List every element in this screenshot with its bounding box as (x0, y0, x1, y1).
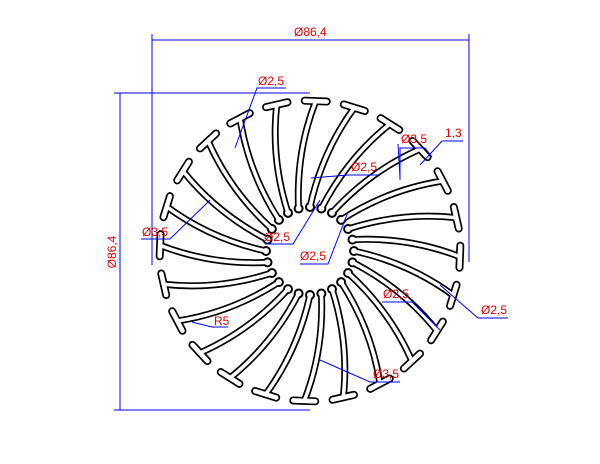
fin-root-hole (338, 279, 345, 286)
fin-body (158, 271, 169, 298)
dimension-texts: Ø86,4 Ø86,4 Ø2,5 Ø3,5 1,3 Ø2,5 Ø3,5 Ø2,5… (105, 25, 507, 381)
dimension-label: Ø2,5 (481, 303, 507, 317)
fin-root-hole (275, 216, 282, 223)
fin-root-hole (263, 248, 269, 254)
fin-body (206, 139, 274, 231)
fin-root-hole (351, 248, 357, 254)
fin-body (447, 282, 459, 309)
fin-body (290, 398, 318, 404)
fin-root-hole (285, 286, 291, 293)
fin-body (169, 308, 185, 334)
fin-body (410, 138, 430, 160)
fin-body (197, 131, 219, 151)
fin-body (198, 287, 290, 355)
fin-body (350, 237, 462, 259)
fin-root-hole (295, 290, 302, 297)
fin-body (308, 105, 357, 209)
fin-body (330, 287, 347, 400)
fin-body (428, 319, 446, 343)
fin-root-hole (285, 209, 291, 216)
dimension-label: Ø3,5 (401, 132, 427, 146)
fin-body (181, 169, 270, 242)
fin-root-hole (349, 236, 356, 243)
fin-root-hole (318, 290, 325, 297)
width-dimension-text: Ø86,4 (294, 25, 327, 39)
fin-body (346, 271, 414, 363)
fin-root-hole (295, 205, 302, 212)
leader (300, 211, 349, 265)
fin-body (302, 98, 330, 104)
dimension-label: Ø3,5 (142, 225, 168, 239)
leader (319, 359, 400, 383)
fin-root-hole (329, 209, 335, 216)
fin-body (296, 99, 318, 211)
fin-body (161, 271, 274, 288)
fin-body (451, 204, 462, 231)
dimension-label: Ø2,5 (383, 287, 409, 301)
fin-body (273, 102, 290, 215)
fin-root-hole (349, 259, 356, 266)
fin-body (263, 99, 290, 110)
fin-root-hole (264, 236, 271, 243)
fin-body (330, 392, 357, 403)
fin-body (227, 110, 253, 126)
fin-body (367, 376, 393, 392)
fin-body (218, 369, 242, 387)
fin-body (401, 351, 423, 371)
fin-body (341, 102, 368, 114)
fin-body (263, 293, 312, 397)
leader (191, 321, 228, 328)
fin-root-hole (345, 226, 352, 232)
fin-body (252, 388, 279, 400)
fin-body (158, 243, 270, 265)
heatsink-fins (155, 96, 465, 406)
fin-body (190, 342, 210, 364)
fin-body (339, 179, 445, 222)
fin-root-hole (275, 279, 282, 286)
fin-root-hole (307, 292, 313, 298)
leader (310, 174, 378, 179)
dimension-label: Ø2,5 (258, 74, 284, 88)
fin-body (174, 159, 192, 183)
leader (265, 199, 321, 245)
fin-root-hole (318, 205, 325, 212)
fin-root-hole (264, 259, 271, 266)
fin-root-hole (329, 286, 335, 293)
leader (399, 147, 433, 180)
dimension-label: 1,3 (445, 126, 462, 140)
fin-root-hole (268, 226, 275, 232)
fin-body (339, 280, 382, 386)
fin-body (228, 291, 301, 380)
fin-body (302, 291, 324, 403)
leader (419, 140, 463, 166)
fin-root-hole (307, 204, 313, 210)
fin-root-hole (338, 216, 345, 223)
fin-body (164, 204, 268, 253)
leader (234, 87, 286, 149)
height-dimension-text: Ø86,4 (105, 235, 119, 268)
fin-root-hole (268, 270, 275, 276)
fin-body (346, 214, 459, 231)
dimension-label: R5 (214, 314, 230, 328)
leader (439, 284, 508, 319)
dimension-label: Ø2,5 (351, 160, 377, 174)
fin-body (157, 231, 163, 259)
leader (382, 301, 441, 331)
fin-body (175, 280, 281, 323)
fin-body (378, 115, 402, 133)
fin-body (435, 168, 451, 194)
fin-body (161, 193, 173, 220)
dimension-label: Ø2,5 (300, 249, 326, 263)
fin-body (330, 147, 422, 215)
fin-root-hole (345, 270, 352, 276)
dimension-label: Ø3,5 (373, 367, 399, 381)
fin-body (457, 243, 463, 271)
leader (141, 199, 211, 240)
dimension-lines (114, 34, 508, 411)
fin-body (319, 122, 392, 211)
fin-body (350, 260, 439, 333)
dimension-label: Ø2,5 (264, 230, 290, 244)
